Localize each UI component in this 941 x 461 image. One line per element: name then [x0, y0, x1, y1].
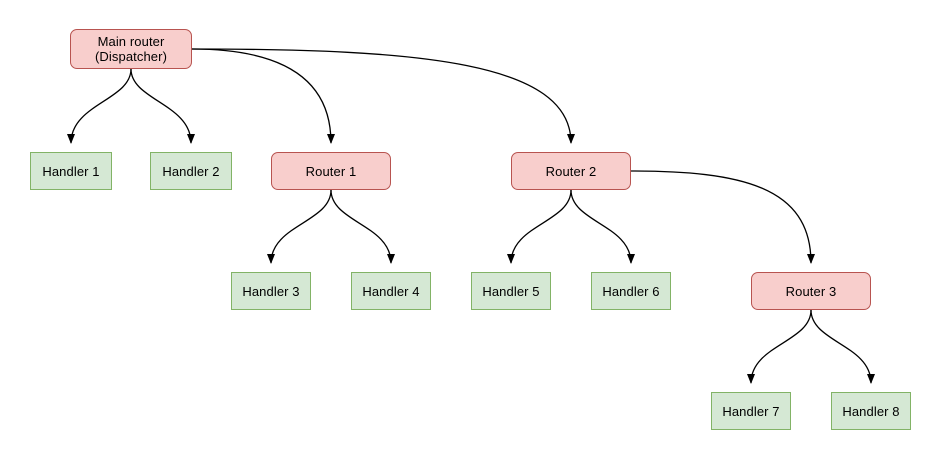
node-label-handler-6: Handler 6 [602, 283, 660, 299]
node-label-router-3: Router 3 [785, 283, 837, 299]
node-label-handler-5: Handler 5 [482, 283, 540, 299]
edge-router-1-to-handler-3 [267, 189, 332, 264]
edge-main-router-to-handler-2 [130, 68, 195, 144]
edge-router-3-to-handler-7 [747, 309, 812, 384]
node-handler-3[interactable]: Handler 3 [231, 272, 311, 310]
edge-router-2-to-handler-6 [570, 189, 635, 264]
node-label-handler-2: Handler 2 [162, 163, 220, 179]
node-label-router-2: Router 2 [545, 163, 597, 179]
node-label-handler-1: Handler 1 [42, 163, 100, 179]
node-main-router[interactable]: Main router (Dispatcher) [70, 29, 192, 69]
node-label-main-router: Main router (Dispatcher) [95, 34, 167, 64]
node-handler-5[interactable]: Handler 5 [471, 272, 551, 310]
edge-router-2-to-router-3 [630, 170, 815, 264]
node-router-1[interactable]: Router 1 [271, 152, 391, 190]
node-handler-8[interactable]: Handler 8 [831, 392, 911, 430]
node-router-3[interactable]: Router 3 [751, 272, 871, 310]
edge-main-router-to-router-2 [191, 48, 575, 144]
node-label-handler-8: Handler 8 [842, 403, 900, 419]
node-handler-2[interactable]: Handler 2 [150, 152, 232, 190]
node-label-handler-3: Handler 3 [242, 283, 300, 299]
edge-router-3-to-handler-8 [810, 309, 875, 384]
edge-main-router-to-handler-1 [67, 68, 132, 144]
node-handler-4[interactable]: Handler 4 [351, 272, 431, 310]
node-router-2[interactable]: Router 2 [511, 152, 631, 190]
node-label-handler-7: Handler 7 [722, 403, 780, 419]
node-handler-7[interactable]: Handler 7 [711, 392, 791, 430]
edge-main-router-to-router-1 [191, 48, 335, 144]
node-handler-1[interactable]: Handler 1 [30, 152, 112, 190]
node-handler-6[interactable]: Handler 6 [591, 272, 671, 310]
edge-router-2-to-handler-5 [507, 189, 572, 264]
node-label-router-1: Router 1 [305, 163, 357, 179]
edge-router-1-to-handler-4 [330, 189, 395, 264]
node-label-handler-4: Handler 4 [362, 283, 420, 299]
